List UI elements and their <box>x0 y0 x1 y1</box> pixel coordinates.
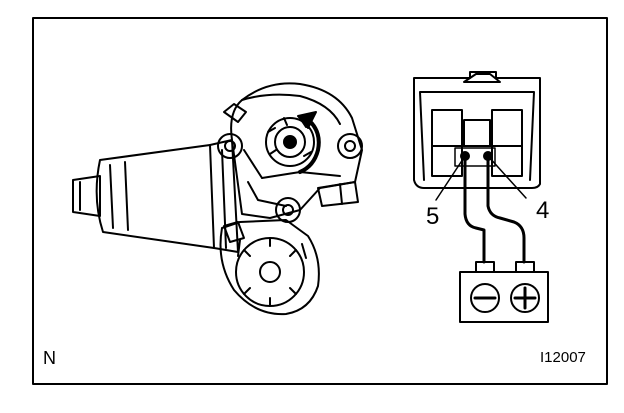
connector-socket <box>223 221 245 243</box>
mounting-boss-left <box>217 133 243 159</box>
drive-gear-outer <box>235 237 305 307</box>
clockwise-arrow-icon <box>298 116 321 174</box>
terminal-label-4: 4 <box>536 197 549 224</box>
terminal-label-5: 5 <box>426 203 439 230</box>
window-regulator-motor <box>72 82 363 316</box>
test-lead-positive <box>486 158 526 264</box>
connector-body <box>413 71 541 189</box>
connector-latch <box>463 73 501 83</box>
output-gear-middle <box>274 126 306 158</box>
arrow-head <box>297 111 317 129</box>
mounting-tab-upper <box>223 103 247 123</box>
output-gear-hub <box>283 135 297 149</box>
test-lead-negative <box>463 158 486 264</box>
cavity-left <box>431 109 463 177</box>
mounting-bracket <box>317 181 359 207</box>
motor-end-cap <box>72 175 101 217</box>
gear-housing <box>230 82 363 219</box>
battery-post-negative <box>475 261 495 273</box>
plus-icon <box>510 283 540 313</box>
leader-line-5 <box>435 155 466 201</box>
minus-icon <box>470 283 500 313</box>
motor-connector <box>413 71 541 189</box>
figure-code: I12007 <box>540 349 586 366</box>
cavity-center <box>463 119 491 147</box>
corner-letter: N <box>43 348 56 368</box>
battery-post-positive <box>515 261 535 273</box>
leader-line-4 <box>487 155 527 199</box>
battery <box>459 261 549 323</box>
border-frame <box>32 17 608 385</box>
mounting-boss-right <box>337 133 363 159</box>
output-gear-outer <box>265 117 315 167</box>
drive-gear-hub <box>259 261 281 283</box>
battery-case <box>459 271 549 323</box>
lower-gear-housing <box>219 219 320 316</box>
motor-housing <box>95 144 215 249</box>
